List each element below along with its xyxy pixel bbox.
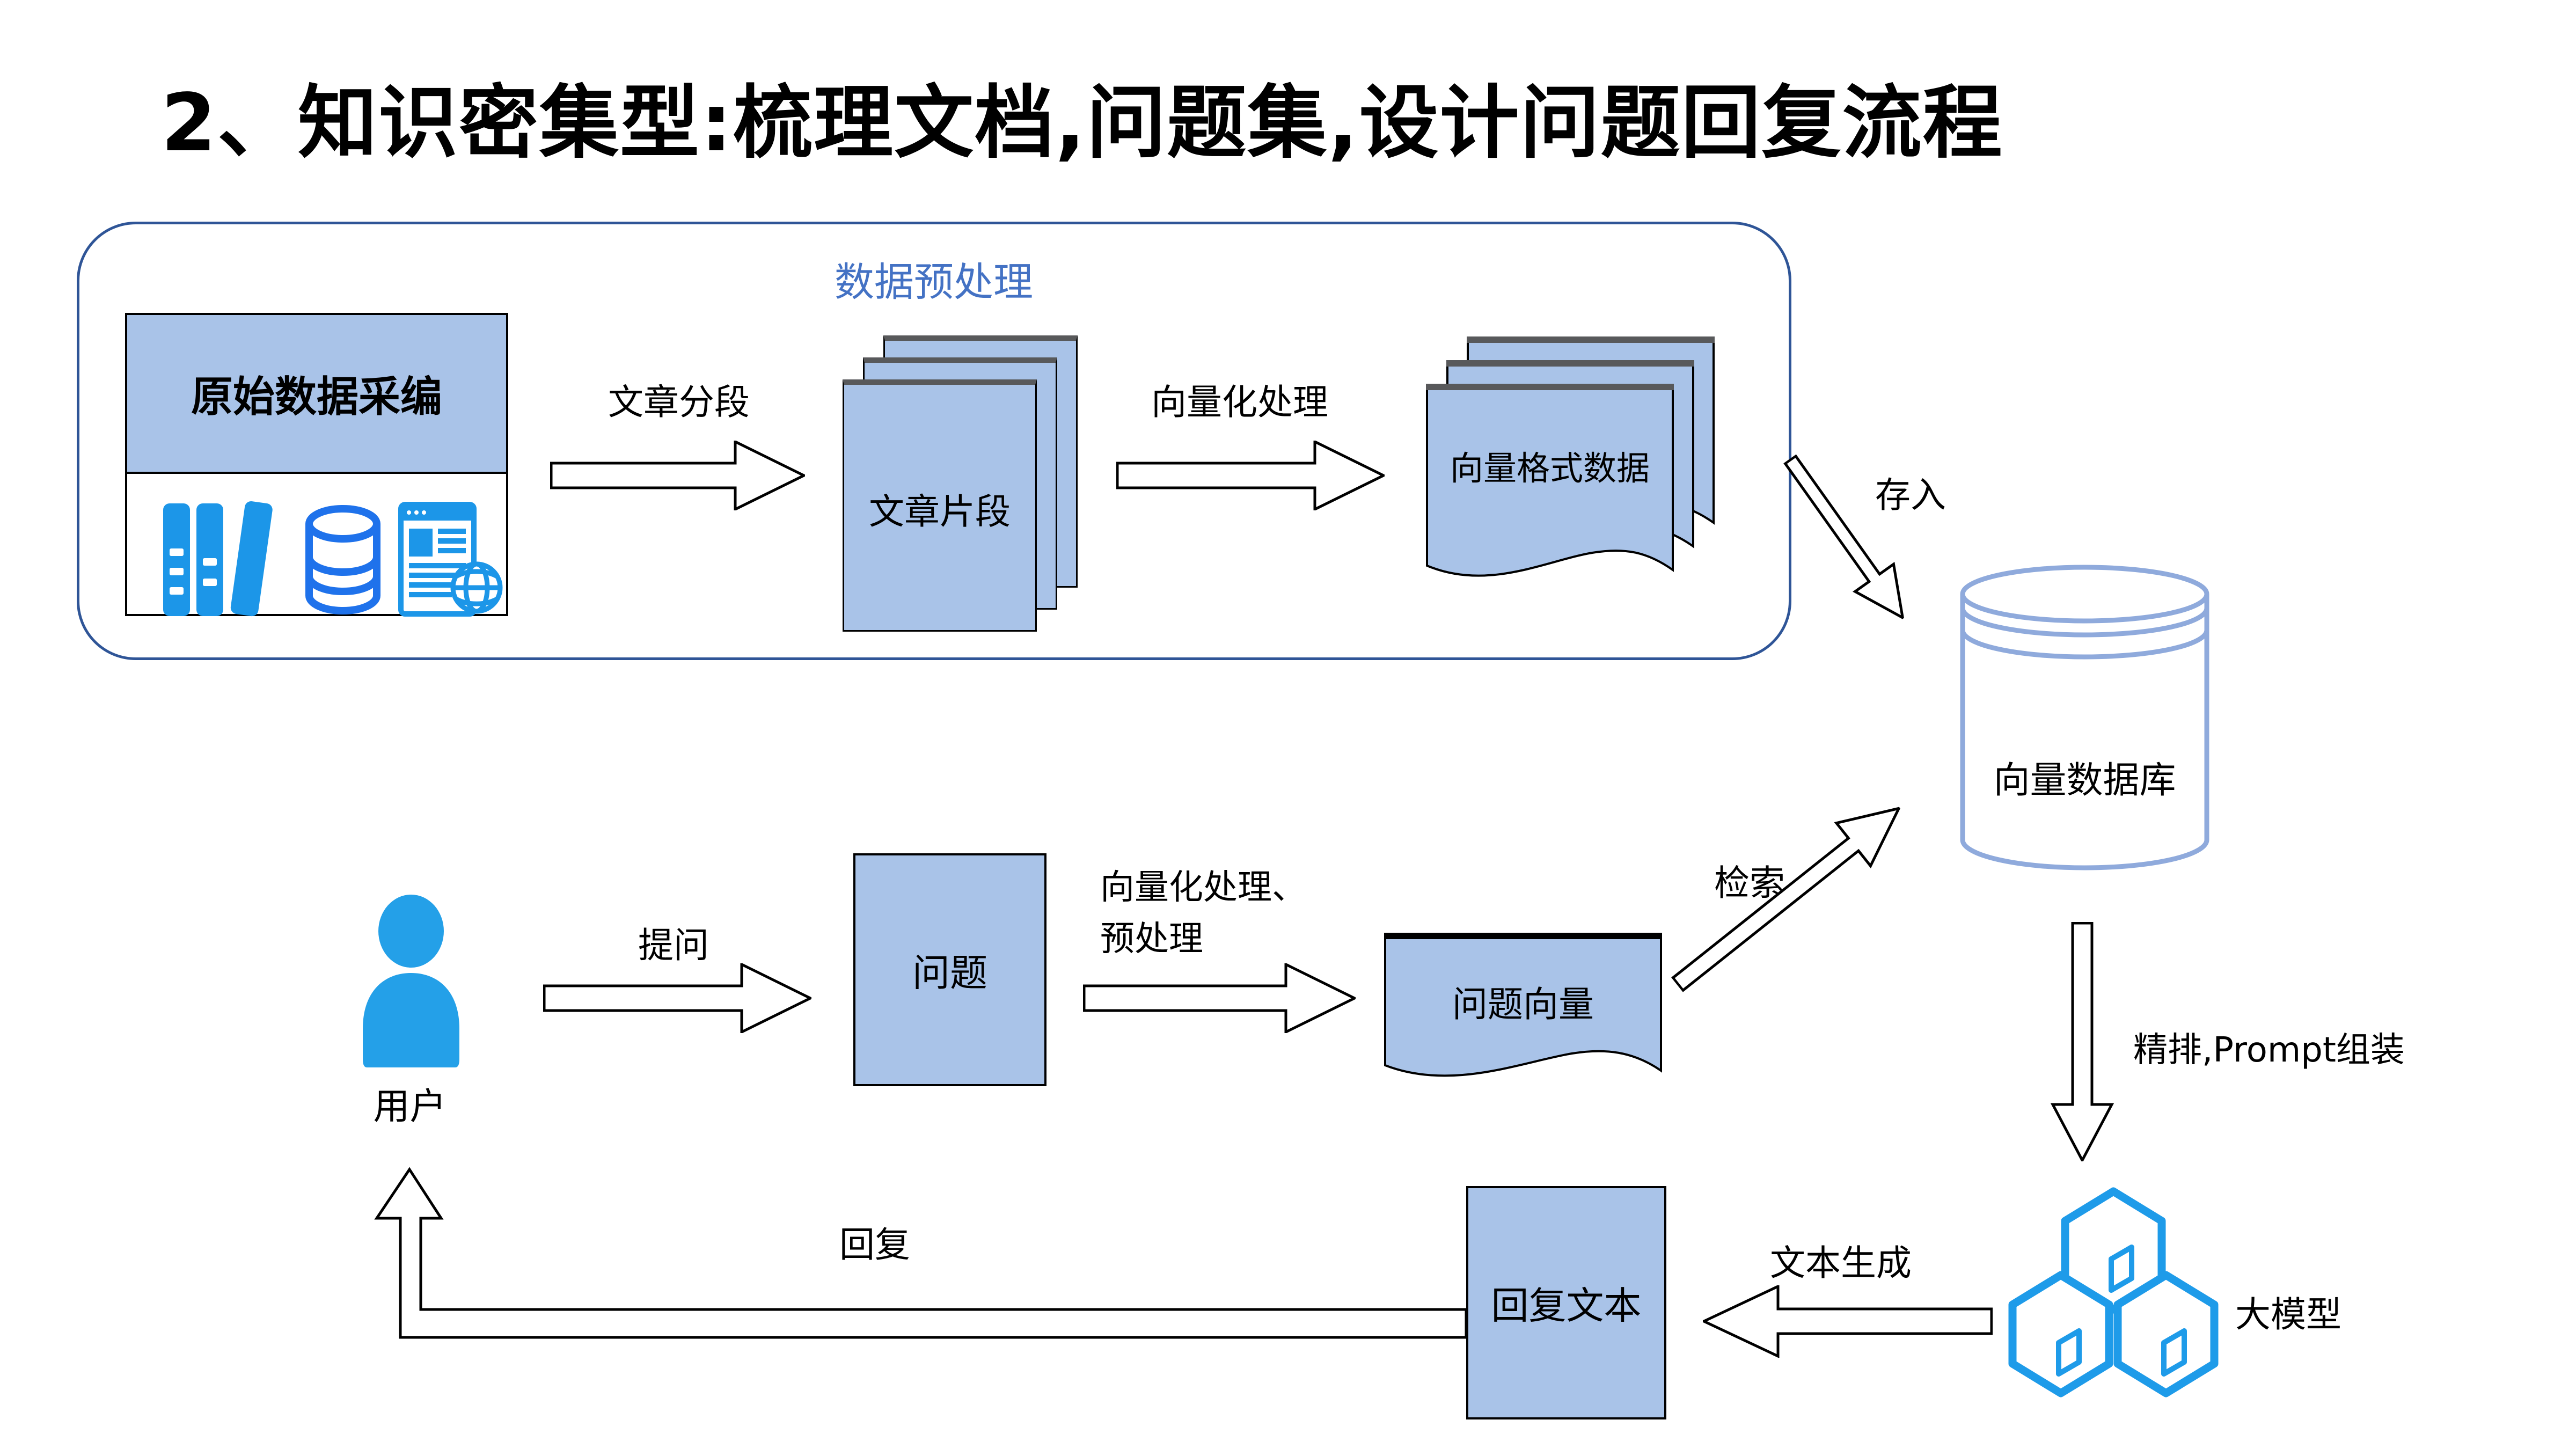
llm-label: 大模型 — [2235, 1294, 2341, 1335]
reply-text-box: 回复文本 — [1466, 1186, 1666, 1419]
preprocess-section-label: 数据预处理 — [835, 259, 1033, 305]
store-arrow — [1783, 454, 1905, 620]
fragments-page-front — [843, 379, 1037, 632]
vectorize-arrow-label: 向量化处理 — [1151, 382, 1328, 423]
segment-arrow-label: 文章分段 — [608, 382, 750, 423]
reply-text-label: 回复文本 — [1491, 1284, 1642, 1328]
retrieve-arrow — [1671, 806, 1901, 993]
question-box-label: 问题 — [912, 950, 987, 995]
database-icon — [305, 505, 380, 614]
generate-arrow-label: 文本生成 — [1770, 1242, 1912, 1284]
web-document-icon — [398, 502, 503, 617]
question-vectorize-label-line2: 预处理 — [1100, 919, 1203, 959]
books-icon — [163, 501, 273, 617]
vector-db-cylinder-icon — [1960, 565, 2209, 870]
rerank-label: 精排,Prompt组装 — [2133, 1030, 2405, 1070]
question-vectorize-label-line1: 向量化处理、 — [1100, 868, 1306, 908]
store-arrow-label: 存入 — [1875, 474, 1946, 516]
segment-arrow — [550, 441, 805, 510]
user-label: 用户 — [373, 1086, 447, 1128]
question-vector-doc — [1384, 933, 1662, 1077]
question-box: 问题 — [853, 853, 1046, 1086]
vector-db-label: 向量数据库 — [1993, 759, 2176, 802]
vector-data-doc-front — [1426, 384, 1674, 577]
hexagon-cluster-icon — [2008, 1187, 2219, 1397]
vector-data-label: 向量格式数据 — [1450, 449, 1650, 488]
ask-arrow — [543, 963, 811, 1033]
generate-arrow — [1703, 1285, 1993, 1358]
raw-data-box-header — [127, 315, 506, 474]
vectorize-arrow — [1116, 441, 1385, 510]
reply-arrow-label: 回复 — [839, 1224, 910, 1265]
person-icon — [363, 895, 459, 1067]
page-title: 2、知识密集型:梳理文档,问题集,设计问题回复流程 — [161, 77, 2003, 169]
fragments-label: 文章片段 — [869, 491, 1011, 532]
reply-return-arrow — [374, 1167, 1468, 1339]
question-vectorize-arrow — [1083, 963, 1356, 1033]
raw-data-box-title: 原始数据采编 — [191, 373, 442, 421]
question-vector-label: 问题向量 — [1452, 984, 1594, 1025]
rerank-arrow — [2050, 922, 2114, 1161]
ask-arrow-label: 提问 — [638, 925, 709, 966]
